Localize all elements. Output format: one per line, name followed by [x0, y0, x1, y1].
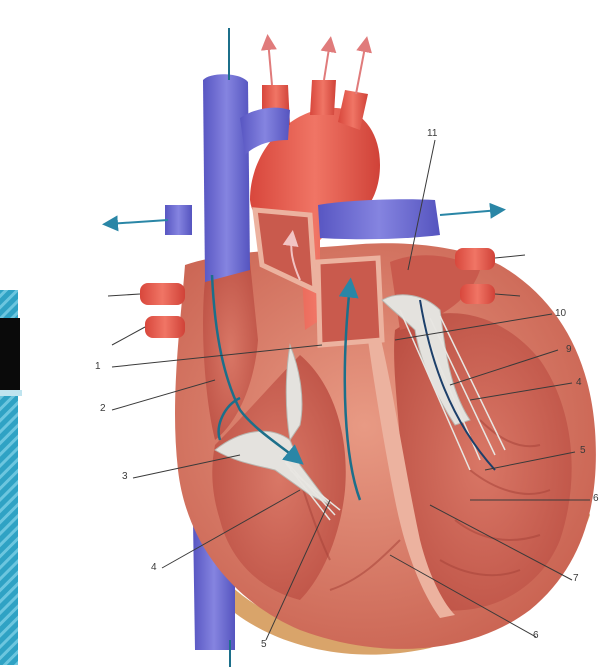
- callout-label-6-bottom: 6: [533, 631, 539, 641]
- callout-label-7: 7: [573, 574, 579, 584]
- left-common-carotid-artery: [310, 80, 336, 115]
- callout-label-3: 3: [122, 472, 128, 482]
- callout-label-2: 2: [100, 404, 106, 414]
- callout-label-4-left: 4: [151, 563, 157, 573]
- superior-vena-cava: [203, 74, 250, 282]
- callout-label-10: 10: [555, 309, 566, 319]
- slide-background-fragment: [0, 290, 22, 665]
- callout-label-4-right: 4: [576, 378, 582, 388]
- callout-label-9: 9: [566, 345, 572, 355]
- callout-label-1: 1: [95, 362, 101, 372]
- left-pulmonary-vein-stub: [165, 205, 192, 235]
- callout-label-11: 11: [427, 129, 437, 139]
- callout-label-5-right: 5: [580, 446, 586, 456]
- callout-label-5-bottom: 5: [261, 640, 267, 650]
- callout-label-6-right: 6: [593, 494, 599, 504]
- aortic-valve-region: [318, 258, 382, 345]
